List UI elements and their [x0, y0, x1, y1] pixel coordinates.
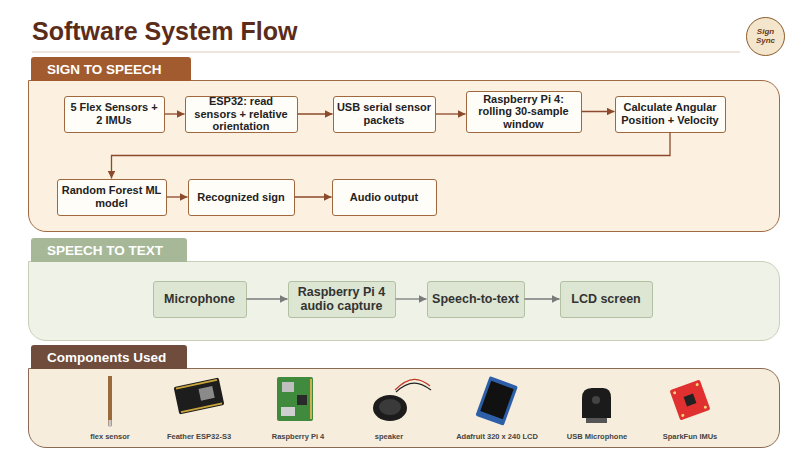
section-tab: Components Used	[31, 345, 187, 369]
box-text: LCD screen	[571, 292, 640, 306]
process-box: Recognized sign	[188, 179, 295, 216]
part-label: speaker	[334, 432, 444, 441]
box-text: Microphone	[164, 292, 235, 306]
box-text: ESP32: read sensors + relative orientati…	[189, 95, 294, 133]
process-box: Speech-to-text	[427, 281, 525, 318]
box-text: Sign Sync	[751, 28, 780, 45]
box-text: Raspberry Pi 4: rolling 30-sample window	[470, 93, 578, 131]
process-box: LCD screen	[560, 281, 653, 318]
part-label: USB Microphone	[542, 432, 652, 441]
box-text: Audio output	[350, 191, 418, 204]
process-box: Random Forest ML model	[57, 179, 167, 216]
section-tab: SIGN TO SPEECH	[31, 57, 191, 81]
title-rule	[32, 52, 740, 53]
part-label: Adafruit 320 x 240 LCD	[442, 432, 552, 441]
process-box: Raspberry Pi 4: rolling 30-sample window	[466, 91, 582, 133]
process-box: ESP32: read sensors + relative orientati…	[185, 96, 298, 133]
process-box: Raspberry Pi 4 audio capture	[288, 281, 396, 318]
diagram-title: Software System Flow	[32, 17, 297, 46]
box-text: Raspberry Pi 4 audio capture	[292, 285, 392, 314]
process-box: Audio output	[332, 179, 437, 216]
section-tab: SPEECH TO TEXT	[31, 238, 187, 262]
box-text: Calculate Angular Position + Velocity	[619, 101, 722, 126]
section-panel: SPEECH TO TEXTMicrophoneRaspberry Pi 4 a…	[28, 261, 780, 341]
part-label: Feather ESP32-S3	[144, 432, 254, 441]
process-box: 5 Flex Sensors + 2 IMUs	[64, 96, 165, 133]
part-label: Raspberry Pi 4	[243, 432, 353, 441]
box-text: Speech-to-text	[432, 292, 519, 306]
process-box: USB serial sensor packets	[333, 96, 436, 133]
box-text: 5 Flex Sensors + 2 IMUs	[68, 101, 161, 126]
part-label: SparkFun IMUs	[635, 432, 745, 441]
section-panel: SIGN TO SPEECH5 Flex Sensors + 2 IMUsESP…	[28, 80, 780, 232]
logo-badge: Sign Sync	[746, 17, 785, 56]
process-box: Microphone	[153, 281, 247, 318]
process-box: Calculate Angular Position + Velocity	[615, 96, 726, 133]
box-text: Random Forest ML model	[61, 184, 163, 209]
box-text: USB serial sensor packets	[337, 101, 432, 126]
part-label: flex sensor	[55, 432, 165, 441]
box-text: Recognized sign	[197, 191, 284, 204]
